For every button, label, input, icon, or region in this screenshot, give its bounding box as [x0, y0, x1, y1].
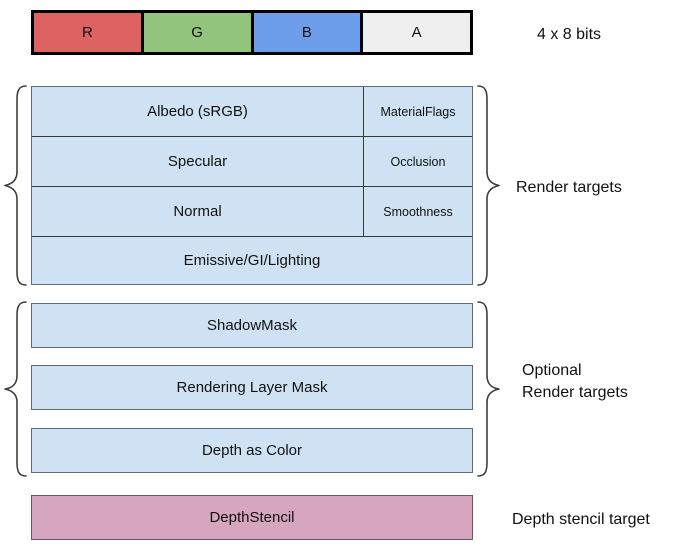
- depth-stencil-box: DepthStencil: [31, 495, 473, 540]
- render-target-main-specular: Specular: [32, 137, 364, 186]
- channel-label-b: B: [301, 24, 312, 41]
- channel-cell-a: A: [363, 13, 470, 52]
- render-target-sub-smoothness: Smoothness: [383, 204, 453, 219]
- right-brace-render-targets: [477, 85, 500, 286]
- render-target-main-albedo: Albedo (sRGB): [32, 87, 364, 136]
- channel-label-r: R: [81, 24, 93, 41]
- channel-cell-g: G: [143, 13, 254, 52]
- optional-render-target-rendering-layer-mask: Rendering Layer Mask: [31, 365, 473, 410]
- channel-cell-r: R: [34, 13, 144, 52]
- right-brace-optional-render-targets: [477, 301, 500, 477]
- render-target-main-normal: Normal: [32, 187, 364, 236]
- render-target-row-emissive: Emissive/GI/Lighting: [32, 236, 472, 284]
- channel-label-g: G: [191, 24, 203, 41]
- depth-stencil-caption: Depth stencil target: [512, 511, 650, 528]
- optional-render-target-depth-as-color: Depth as Color: [31, 428, 473, 473]
- render-target-row-albedo: Albedo (sRGB) MaterialFlags: [32, 87, 472, 137]
- optional-render-target-label-depth-as-color: Depth as Color: [201, 442, 303, 459]
- optional-render-target-label-rendering-layer-mask: Rendering Layer Mask: [176, 379, 328, 396]
- render-target-row-specular: Specular Occlusion: [32, 137, 472, 187]
- render-targets-caption: Render targets: [516, 179, 622, 196]
- optional-render-target-label-shadowmask: ShadowMask: [206, 317, 298, 334]
- render-target-row-normal: Normal Smoothness: [32, 187, 472, 237]
- render-target-main-emissive: Emissive/GI/Lighting: [183, 251, 321, 269]
- channel-cell-b: B: [253, 13, 364, 52]
- depth-stencil-box-label: DepthStencil: [209, 509, 295, 526]
- left-brace-optional-render-targets: [4, 301, 27, 477]
- channel-label-a: A: [411, 24, 422, 41]
- render-targets-table: Albedo (sRGB) MaterialFlags Specular Occ…: [31, 86, 473, 285]
- left-brace-render-targets: [4, 85, 27, 286]
- channel-bar-caption: 4 x 8 bits: [537, 26, 602, 43]
- rgba-channel-bar: R G B A: [31, 10, 473, 55]
- optional-render-target-shadowmask: ShadowMask: [31, 303, 473, 348]
- render-target-sub-occlusion: Occlusion: [390, 154, 446, 169]
- render-target-sub-materialflags: MaterialFlags: [380, 104, 456, 119]
- optional-render-targets-caption: Optional Render targets: [522, 362, 628, 401]
